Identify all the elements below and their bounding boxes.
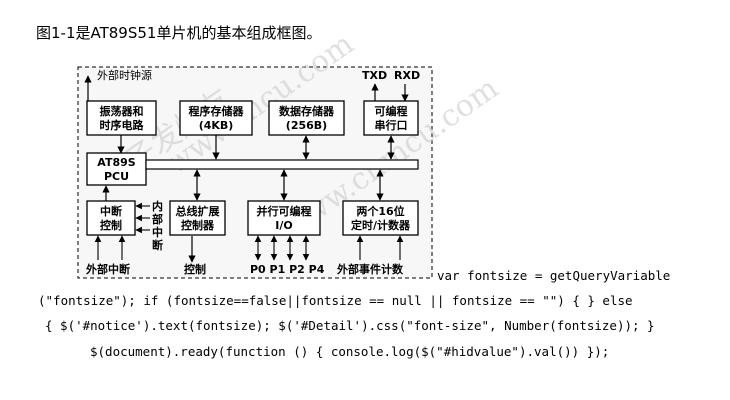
program-memory-label-1: 程序存储器	[189, 104, 245, 118]
external-clock-label: 外部时钟源	[97, 68, 152, 82]
oscillator-block	[86, 100, 157, 136]
code-line-1: var fontsize = getQueryVariable	[437, 268, 671, 283]
interrupt-control-block	[86, 200, 136, 236]
interrupt-label-2: 控制	[100, 218, 122, 232]
timer-block	[342, 200, 419, 236]
bus-expansion-label-1: 总线扩展	[176, 204, 221, 218]
parallel-io-label-1: 并行可编程	[257, 204, 312, 218]
interrupt-label-1: 中断	[100, 204, 122, 218]
program-memory-label-2: (4KB)	[199, 119, 234, 132]
bus-expansion-block	[169, 200, 226, 236]
ports-label: P0 P1 P2 P4	[250, 263, 325, 276]
timer-label-2: 定时/计数器	[351, 218, 411, 232]
txd-label: TXD	[362, 69, 387, 82]
serial-port-label-1: 可编程	[375, 104, 408, 118]
internal-int-char-4: 断	[152, 238, 163, 252]
serial-port-block	[363, 100, 419, 136]
timer-label-1: 两个16位	[356, 204, 404, 218]
external-events-label: 外部事件计数	[336, 262, 404, 276]
internal-int-char-2: 部	[152, 212, 163, 226]
data-memory-block	[268, 100, 345, 136]
data-memory-label-2: (256B)	[286, 119, 327, 132]
program-memory-block	[179, 100, 253, 136]
internal-int-char-3: 中	[152, 225, 163, 239]
oscillator-label-1: 振荡器和	[100, 104, 144, 118]
serial-port-label-2: 串行口	[375, 118, 408, 132]
control-label: 控制	[184, 262, 206, 276]
data-memory-label-1: 数据存储器	[279, 104, 335, 118]
oscillator-label-2: 时序电路	[100, 118, 145, 132]
cpu-label-2: PCU	[104, 170, 129, 183]
port-arrows	[254, 235, 310, 261]
rxd-label: RXD	[394, 69, 420, 82]
code-line-4: $(document).ready(function () { console.…	[90, 344, 610, 359]
code-line-3: { $('#notice').text(fontsize); $('#Detai…	[45, 318, 655, 333]
parallel-io-label-2: I/O	[275, 219, 292, 232]
cpu-label-1: AT89S	[97, 156, 135, 169]
bus-expansion-label-2: 控制器	[181, 218, 215, 232]
parallel-io-block	[247, 200, 321, 236]
internal-bus	[145, 159, 419, 170]
code-line-2: ("fontsize"); if (fontsize==false||fonts…	[38, 293, 633, 308]
figure-caption: 图1-1是AT89S51单片机的基本组成框图。	[36, 24, 322, 42]
internal-int-char-1: 内	[152, 199, 163, 213]
external-int-label: 外部中断	[85, 262, 130, 276]
